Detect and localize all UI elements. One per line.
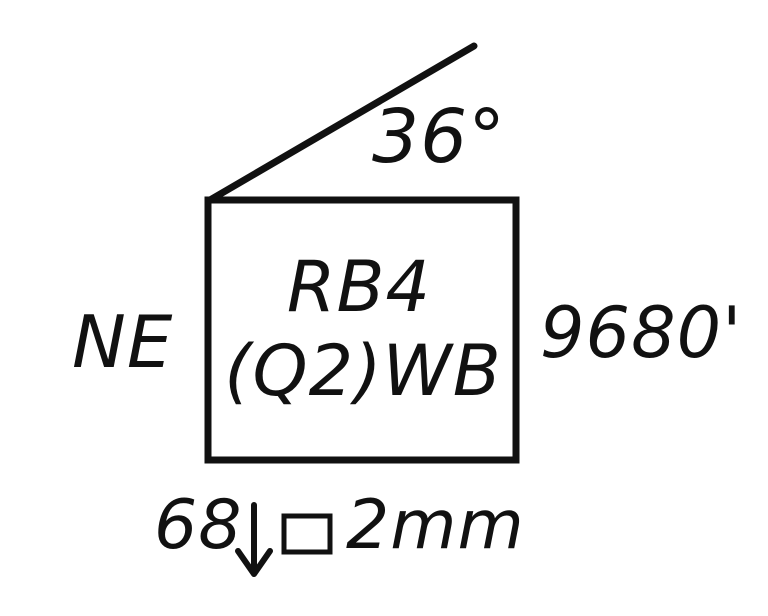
- bottom-number: 68: [154, 486, 243, 565]
- square-icon: [281, 513, 333, 555]
- direction-label: NE: [72, 300, 174, 384]
- box-label-line2: (Q2)WB: [224, 330, 502, 412]
- down-arrow-icon: [235, 502, 273, 577]
- elevation-label: 9680': [540, 292, 743, 374]
- box-label-line1: RB4: [286, 246, 432, 328]
- angle-label: 36°: [372, 94, 507, 180]
- slope-line: [206, 42, 478, 204]
- bottom-unit: 2mm: [346, 486, 525, 565]
- main-box: [204, 196, 520, 464]
